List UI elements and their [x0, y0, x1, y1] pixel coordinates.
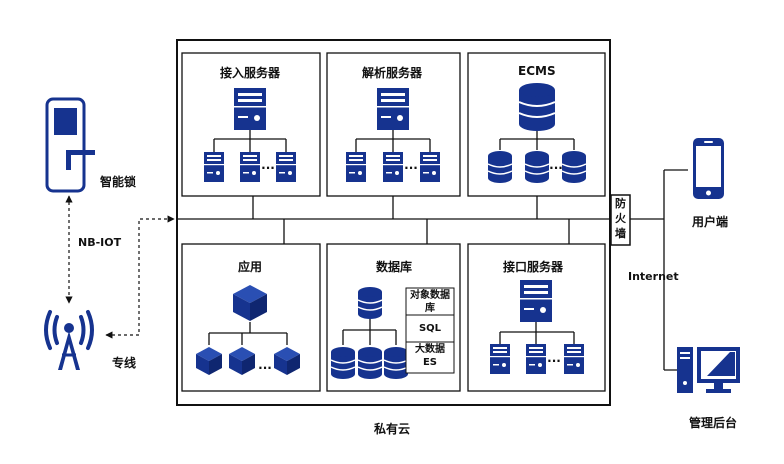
interface-server-tree — [499, 322, 575, 344]
server-icon — [564, 344, 584, 374]
dedicated-line-label: 专线 — [112, 356, 137, 370]
phone-icon — [693, 138, 724, 199]
dedicated-line-link — [105, 215, 175, 339]
antenna-icon — [44, 310, 94, 370]
firewall-label: 防火墙 — [615, 197, 626, 240]
db-tags-panel — [405, 287, 455, 374]
firewall-box — [610, 194, 631, 246]
database-icon — [487, 150, 513, 184]
server-icon — [383, 152, 403, 182]
server-icon — [204, 152, 224, 182]
server-icon — [240, 152, 260, 182]
database-icon — [330, 346, 356, 380]
ecms-title: ECMS — [518, 64, 556, 78]
smart-lock-icon — [45, 97, 95, 193]
database-tree — [342, 319, 397, 345]
smart-lock-label: 智能锁 — [100, 175, 137, 189]
access-server-tree — [213, 130, 287, 152]
parse-server-title: 解析服务器 — [362, 66, 423, 80]
server-icon — [526, 344, 546, 374]
private-cloud-frame — [176, 39, 611, 406]
parse-server-icon — [377, 88, 409, 130]
server-icon — [420, 152, 440, 182]
db-tag-bigdata-es: 大数据ES — [415, 344, 445, 368]
svg-text:···: ··· — [547, 354, 561, 368]
main-database-icon — [357, 286, 383, 320]
admin-backend-label: 管理后台 — [689, 416, 738, 430]
user-client-label: 用户端 — [692, 215, 729, 229]
ecms-tree — [499, 131, 575, 150]
server-icon — [490, 344, 510, 374]
db-tag-object-storage: 对象数据库 — [410, 290, 450, 314]
server-icon — [276, 152, 296, 182]
interface-server-title: 接口服务器 — [503, 260, 564, 274]
desktop-computer-icon — [677, 347, 740, 393]
parse-server-tree — [355, 130, 431, 152]
internet-label: Internet — [628, 270, 679, 283]
database-icon — [524, 150, 550, 184]
database-title: 数据库 — [376, 260, 413, 274]
access-server-icon — [234, 88, 266, 130]
database-icon — [357, 346, 383, 380]
nbiot-label: NB-IOT — [78, 236, 122, 249]
database-icon — [383, 346, 409, 380]
access-server-title: 接入服务器 — [220, 66, 281, 80]
svg-text:···: ··· — [404, 161, 418, 175]
svg-text:···: ··· — [261, 161, 275, 175]
ecms-database-icon — [518, 82, 556, 132]
svg-text:···: ··· — [258, 361, 272, 375]
server-icon — [346, 152, 366, 182]
interface-server-icon — [520, 280, 552, 322]
application-tree — [208, 322, 288, 345]
database-icon — [561, 150, 587, 184]
svg-text:···: ··· — [549, 161, 563, 175]
application-title: 应用 — [238, 260, 263, 274]
db-tag-sql: SQL — [418, 323, 442, 334]
private-cloud-label: 私有云 — [374, 422, 411, 436]
